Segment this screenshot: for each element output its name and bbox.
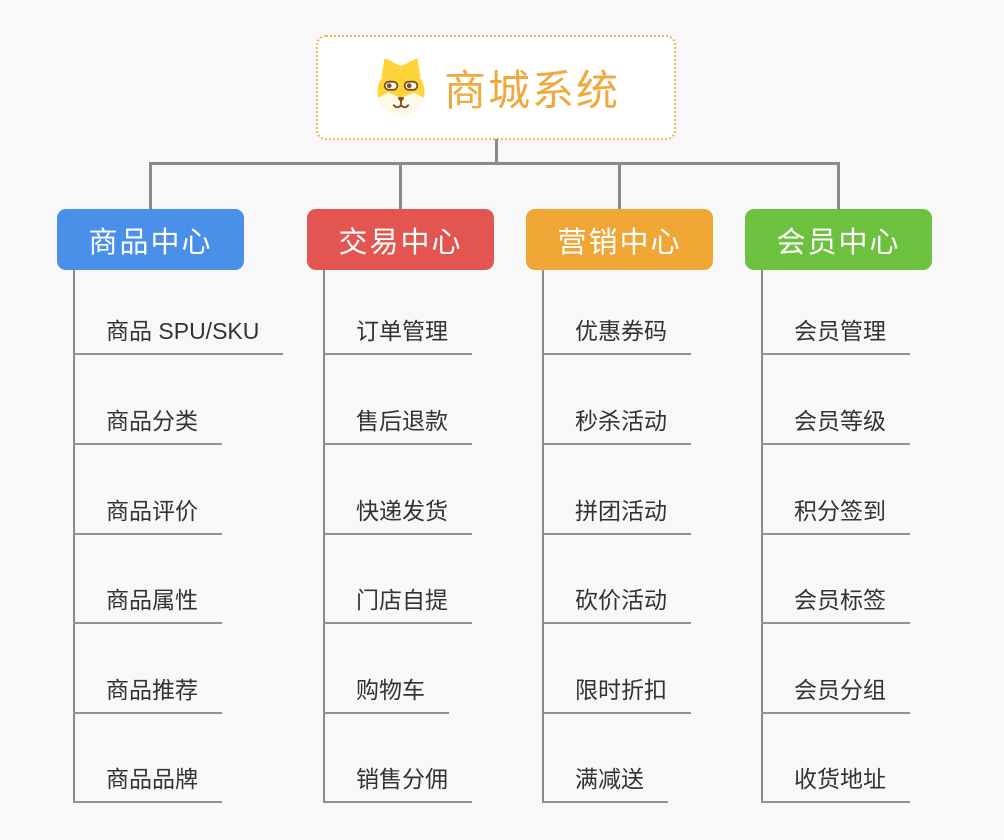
leaf-topic[interactable]: 会员管理 — [761, 317, 910, 355]
leaf-topic[interactable]: 砍价活动 — [542, 586, 691, 624]
leaf-topic[interactable]: 快递发货 — [323, 497, 472, 535]
root-stem-connector — [494, 139, 498, 165]
leaf-topic[interactable]: 收货地址 — [761, 765, 910, 803]
leaf-topic[interactable]: 会员标签 — [761, 586, 910, 624]
leaf-trunk-connector — [73, 270, 75, 803]
leaf-topic[interactable]: 限时折扣 — [542, 676, 691, 714]
leaf-topic[interactable]: 会员等级 — [761, 407, 910, 445]
leaf-topic[interactable]: 购物车 — [323, 676, 449, 714]
root-topic-title: 商城系统 — [443, 67, 620, 114]
leaf-topic[interactable]: 拼团活动 — [542, 497, 691, 535]
leaf-topic[interactable]: 商品 SPU/SKU — [73, 317, 284, 355]
leaf-topic[interactable]: 秒杀活动 — [542, 407, 691, 445]
leaf-topic[interactable]: 商品属性 — [73, 586, 222, 624]
branch-topic-label: 营销中心 — [557, 226, 682, 259]
branch-topic-label: 交易中心 — [338, 226, 463, 259]
branch-bar-connector — [149, 162, 840, 165]
leaf-topic[interactable]: 商品分类 — [73, 407, 222, 445]
root-topic[interactable]: 商城系统 — [316, 35, 676, 140]
branch-topic-label: 商品中心 — [88, 226, 213, 259]
leaf-topic[interactable]: 优惠券码 — [542, 317, 691, 355]
leaf-topic[interactable]: 积分签到 — [761, 497, 910, 535]
shiba-dog-icon — [372, 58, 430, 117]
branch-drop-connector — [618, 162, 621, 209]
leaf-topic[interactable]: 订单管理 — [323, 317, 472, 355]
leaf-topic[interactable]: 商品品牌 — [73, 765, 222, 803]
branch-drop-connector — [399, 162, 402, 209]
leaf-topic[interactable]: 售后退款 — [323, 407, 472, 445]
branch-topic[interactable]: 商品中心 — [57, 209, 244, 270]
leaf-topic[interactable]: 销售分佣 — [323, 765, 472, 803]
leaf-trunk-connector — [761, 270, 763, 803]
branch-topic-label: 会员中心 — [776, 226, 901, 259]
leaf-topic[interactable]: 满减送 — [542, 765, 668, 803]
leaf-trunk-connector — [323, 270, 325, 803]
branch-drop-connector — [149, 162, 152, 209]
branch-topic[interactable]: 营销中心 — [526, 209, 713, 270]
leaf-trunk-connector — [542, 270, 544, 803]
leaf-topic[interactable]: 商品推荐 — [73, 676, 222, 714]
leaf-topic[interactable]: 会员分组 — [761, 676, 910, 714]
branch-topic[interactable]: 交易中心 — [307, 209, 494, 270]
leaf-topic[interactable]: 商品评价 — [73, 497, 222, 535]
branch-drop-connector — [837, 162, 840, 209]
branch-topic[interactable]: 会员中心 — [745, 209, 932, 270]
leaf-topic[interactable]: 门店自提 — [323, 586, 472, 624]
